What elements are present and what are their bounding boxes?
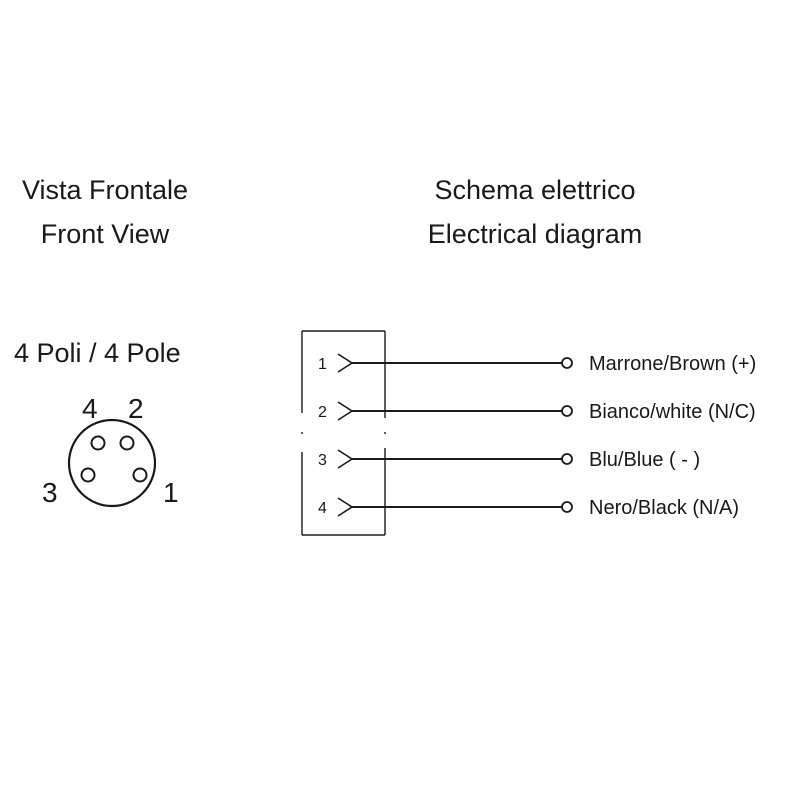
connector-front-view: 4 2 3 1 <box>42 393 179 508</box>
terminal-box <box>301 330 386 536</box>
pin-number-3: 3 <box>42 477 58 508</box>
wire-terminal-icon <box>561 357 573 369</box>
wire-terminal-icon <box>561 405 573 417</box>
wire-number: 3 <box>318 452 327 469</box>
wire-row-3: 3 Blu/Blue ( - ) <box>318 449 700 471</box>
wire-row-2: 2 Bianco/white (N/C) <box>318 401 756 423</box>
contact-chevron-icon <box>337 401 354 421</box>
contact-chevron-icon <box>337 353 354 373</box>
wire-number: 4 <box>318 500 327 517</box>
schema-title-en: Electrical diagram <box>427 219 643 249</box>
schema-title-it: Schema elettrico <box>434 175 636 205</box>
pin-hole-3 <box>80 467 96 483</box>
pin-hole-2 <box>119 435 135 451</box>
wire-label: Nero/Black (N/A) <box>589 497 739 519</box>
wire-label: Marrone/Brown (+) <box>589 353 756 375</box>
front-view-title-en: Front View <box>40 219 170 249</box>
contact-chevron-icon <box>337 449 354 469</box>
pole-count-label: 4 Poli / 4 Pole <box>14 338 181 368</box>
pin-number-2: 2 <box>128 393 144 424</box>
wire-terminal-icon <box>561 501 573 513</box>
front-view-title-it: Vista Frontale <box>21 175 189 205</box>
wire-label: Blu/Blue ( - ) <box>589 449 700 471</box>
connector-outline <box>67 418 157 508</box>
pin-hole-1 <box>132 467 148 483</box>
pin-number-1: 1 <box>163 477 179 508</box>
pin-hole-4 <box>90 435 106 451</box>
wire-label: Bianco/white (N/C) <box>589 401 756 423</box>
contact-chevron-icon <box>337 497 354 517</box>
schema-heading: Schema elettrico Electrical diagram <box>385 168 685 256</box>
front-view-heading: Vista Frontale Front View <box>0 168 210 256</box>
wire-number: 2 <box>318 404 327 421</box>
wire-row-4: 4 Nero/Black (N/A) <box>318 497 739 519</box>
wire-number: 1 <box>318 356 327 373</box>
pin-number-4: 4 <box>82 393 98 424</box>
wire-terminal-icon <box>561 453 573 465</box>
wire-row-1: 1 Marrone/Brown (+) <box>318 353 756 375</box>
wire-list: 1 Marrone/Brown (+) 2 Bianco/white (N/C) 3 Bl… <box>318 353 756 519</box>
